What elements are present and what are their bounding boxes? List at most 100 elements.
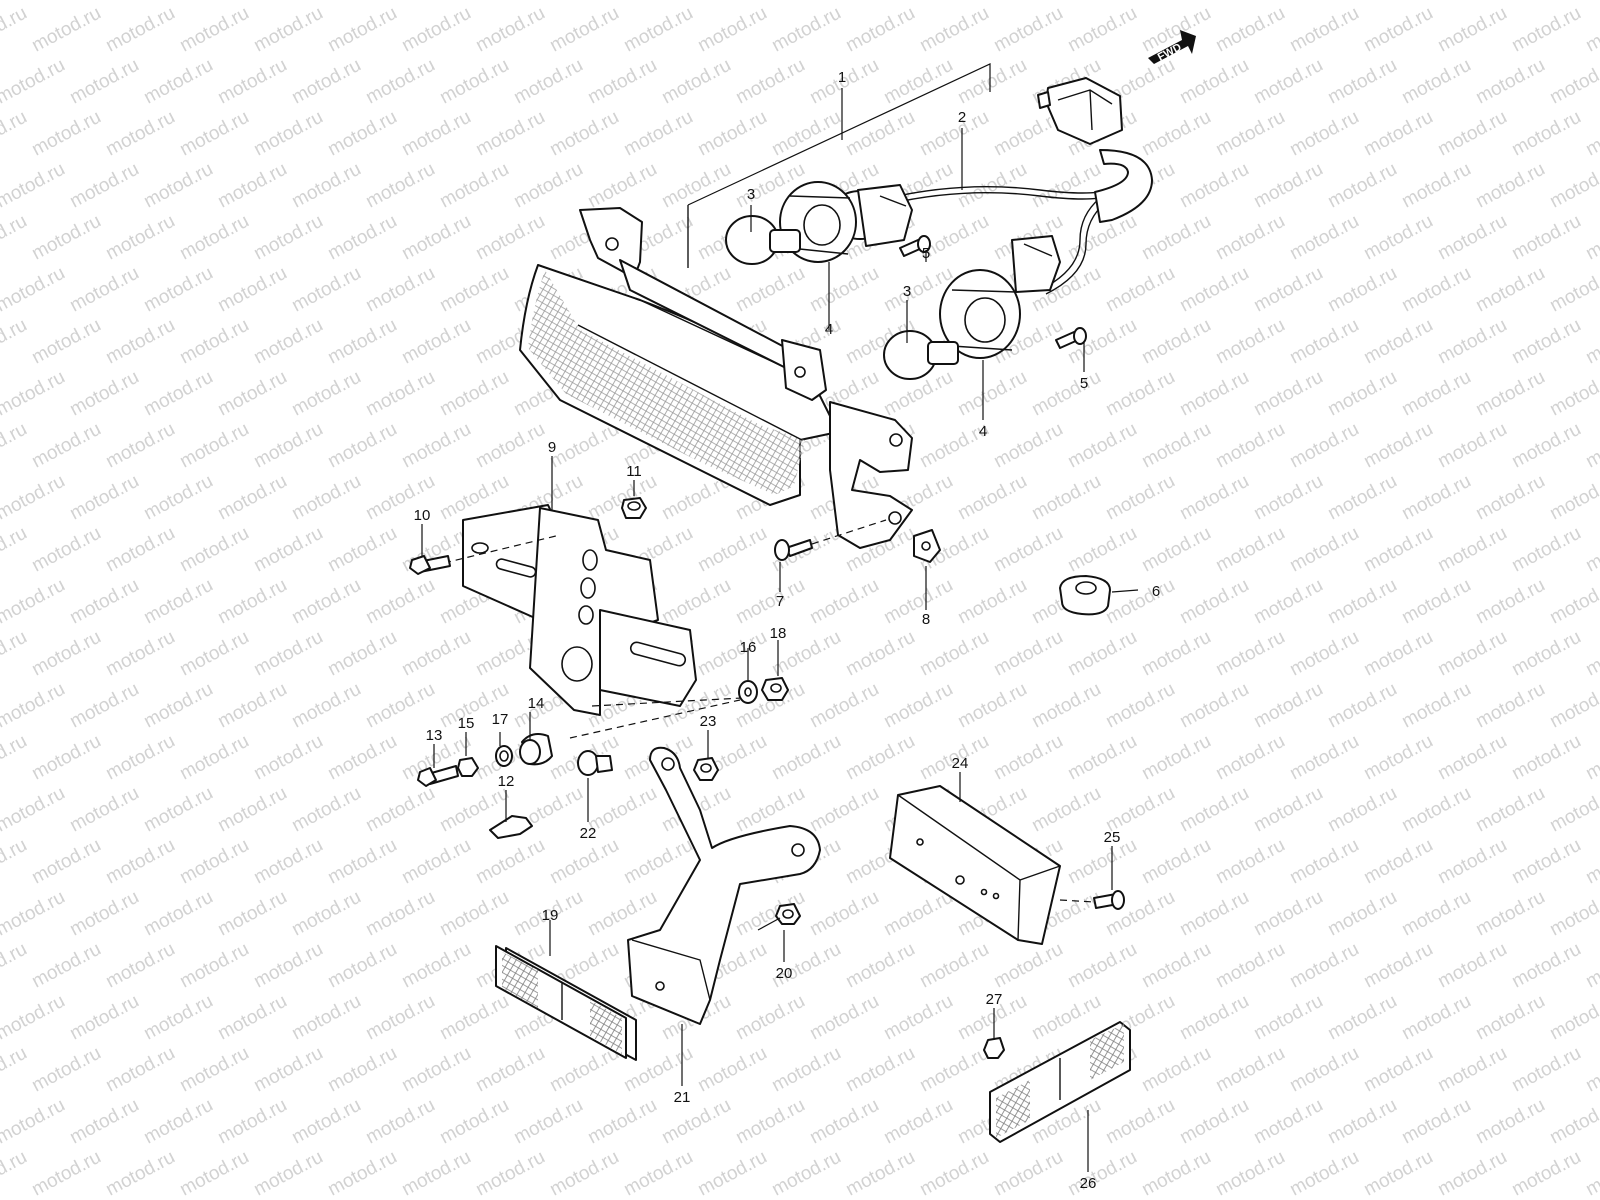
watermark-text: motod.ru (1102, 1095, 1178, 1149)
watermark-text: motod.ru (66, 783, 142, 837)
watermark-text: motod.ru (66, 575, 142, 629)
watermark-text: motod.ru (1138, 835, 1214, 889)
watermark-text: motod.ru (66, 263, 142, 317)
callout-3-lower: 3 (903, 283, 911, 300)
watermark-text: motod.ru (362, 679, 438, 733)
watermark-text: motod.ru (102, 3, 178, 57)
watermark-text: motod.ru (1286, 523, 1362, 577)
watermark-text: motod.ru (1286, 419, 1362, 473)
watermark-text: motod.ru (1360, 627, 1436, 681)
watermark-text: motod.ru (1212, 627, 1288, 681)
watermark-text: motod.ru (1360, 1043, 1436, 1097)
watermark-text: motod.ru (1582, 523, 1600, 577)
watermark-text: motod.ru (324, 419, 400, 473)
watermark-text: motod.ru (1472, 55, 1548, 109)
watermark-text: motod.ru (954, 679, 1030, 733)
watermark-text: motod.ru (842, 939, 918, 993)
callout-9: 9 (548, 439, 556, 456)
watermark-text: motod.ru (0, 3, 31, 57)
callout-1: 1 (838, 69, 846, 86)
watermark-text: motod.ru (1472, 0, 1548, 4)
watermark-text: motod.ru (510, 55, 586, 109)
watermark-text: motod.ru (288, 159, 364, 213)
watermark-text: motod.ru (0, 211, 31, 265)
watermark-text: motod.ru (250, 3, 326, 57)
watermark-text: motod.ru (472, 107, 548, 161)
screw-5-lower (1055, 327, 1087, 349)
watermark-text: motod.ru (1360, 107, 1436, 161)
screw-25 (1093, 890, 1125, 910)
watermark-text: motod.ru (1102, 679, 1178, 733)
watermark-text: motod.ru (250, 315, 326, 369)
watermark-text: motod.ru (620, 835, 696, 889)
watermark-text: motod.ru (1102, 263, 1178, 317)
watermark-text: motod.ru (28, 211, 104, 265)
watermark-text: motod.ru (0, 367, 69, 421)
watermark-text: motod.ru (214, 0, 290, 4)
watermark-text: motod.ru (916, 627, 992, 681)
watermark-text: motod.ru (1472, 783, 1548, 837)
watermark-text: motod.ru (1138, 419, 1214, 473)
watermark-text: motod.ru (0, 523, 31, 577)
watermark-text: motod.ru (0, 835, 31, 889)
watermark-text: motod.ru (436, 887, 512, 941)
watermark-text: motod.ru (1250, 55, 1326, 109)
watermark-text: motod.ru (1472, 367, 1548, 421)
watermark-text: motod.ru (1176, 1095, 1252, 1149)
watermark-text: motod.ru (1398, 991, 1474, 1045)
watermark-text: motod.ru (842, 3, 918, 57)
watermark-text: motod.ru (1508, 939, 1584, 993)
watermark-text: motod.ru (324, 1147, 400, 1200)
watermark-text: motod.ru (288, 991, 364, 1045)
watermark-text: motod.ru (732, 991, 808, 1045)
watermark-text: motod.ru (1250, 679, 1326, 733)
nut-15 (457, 757, 479, 777)
watermark-text: motod.ru (0, 263, 69, 317)
callout-16: 16 (740, 639, 757, 656)
screw-7 (774, 539, 813, 561)
watermark-text: motod.ru (324, 107, 400, 161)
watermark-text: motod.ru (732, 0, 808, 4)
watermark-text: motod.ru (1176, 783, 1252, 837)
watermark-text: motod.ru (1064, 3, 1140, 57)
watermark-text: motod.ru (176, 419, 252, 473)
watermark-text: motod.ru (584, 1095, 660, 1149)
watermark-text: motod.ru (324, 731, 400, 785)
watermark-text: motod.ru (0, 887, 69, 941)
watermark-text: motod.ru (658, 1095, 734, 1149)
watermark-text: motod.ru (176, 1043, 252, 1097)
watermark-text: motod.ru (176, 3, 252, 57)
watermark-text: motod.ru (1138, 211, 1214, 265)
watermark-text: motod.ru (1434, 1147, 1510, 1200)
nut-23 (693, 757, 719, 781)
watermark-text: motod.ru (1138, 627, 1214, 681)
watermark-text: motod.ru (768, 3, 844, 57)
watermark-text: motod.ru (1434, 3, 1510, 57)
watermark-text: motod.ru (324, 627, 400, 681)
watermark-text: motod.ru (1064, 731, 1140, 785)
watermark-text: motod.ru (1138, 523, 1214, 577)
watermark-text: motod.ru (1434, 1043, 1510, 1097)
watermark-text: motod.ru (990, 1147, 1066, 1200)
watermark-text: motod.ru (842, 627, 918, 681)
watermark-text: motod.ru (102, 419, 178, 473)
watermark-text: motod.ru (584, 55, 660, 109)
watermark-text: motod.ru (214, 263, 290, 317)
watermark-text: motod.ru (916, 1043, 992, 1097)
watermark-text: motod.ru (140, 1095, 216, 1149)
watermark-text: motod.ru (880, 679, 956, 733)
watermark-text: motod.ru (1250, 263, 1326, 317)
watermark-text: motod.ru (1546, 1095, 1600, 1149)
watermark-text: motod.ru (28, 1043, 104, 1097)
callout-5-upper: 5 (922, 245, 930, 262)
watermark-text: motod.ru (472, 835, 548, 889)
watermark-text: motod.ru (176, 627, 252, 681)
watermark-text: motod.ru (288, 783, 364, 837)
watermark-text: motod.ru (0, 1043, 31, 1097)
watermark-text: motod.ru (1212, 211, 1288, 265)
watermark-text: motod.ru (102, 627, 178, 681)
watermark-text: motod.ru (1324, 0, 1400, 4)
watermark-text: motod.ru (806, 0, 882, 4)
watermark-text: motod.ru (1250, 367, 1326, 421)
watermark-text: motod.ru (0, 575, 69, 629)
